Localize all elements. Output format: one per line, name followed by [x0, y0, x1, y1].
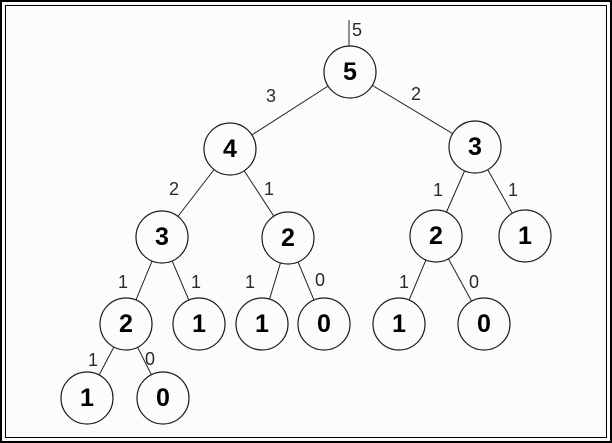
tree-node-circle-n3r	[448, 120, 502, 174]
tree-node-circle-n4	[203, 122, 257, 176]
tree-node-circle-n2m	[261, 211, 315, 265]
tree-node-value-n1m: 1	[255, 310, 269, 338]
edge-label-n4-n3l: 2	[169, 179, 179, 199]
tree-node-value-n1b: 1	[80, 384, 94, 412]
tree-node-value-n3r: 3	[468, 133, 482, 161]
tree-node-value-n4: 4	[223, 135, 237, 163]
tree-node-circle-n1ll	[172, 297, 226, 351]
tree-node-circle-n2ll	[99, 297, 153, 351]
tree-node-value-n0b: 0	[156, 384, 170, 412]
edge-label-n3r-n1r: 1	[508, 180, 518, 200]
tree-node-value-n0rr: 0	[477, 310, 491, 338]
tree-node-circle-n3l	[135, 210, 189, 264]
tree-node-value-n2ll: 2	[119, 310, 133, 338]
edge-label-n3r-n2r: 1	[433, 180, 443, 200]
tree-node-value-n2r: 2	[429, 222, 443, 250]
tree-node-circle-n0m	[297, 297, 351, 351]
tree-node-circle-n2r	[409, 209, 463, 263]
root-stem-label: 5	[352, 20, 362, 40]
edge-label-n2ll-n0b: 0	[145, 349, 155, 369]
tree-node-circle-n0rr	[457, 297, 511, 351]
edge-label-n2ll-n1b: 1	[88, 350, 98, 370]
edge-label-n5-n4: 3	[266, 86, 276, 106]
tree-node-value-n0m: 0	[317, 310, 331, 338]
tree-node-value-n1r: 1	[518, 222, 532, 250]
tree-node-value-n1rr: 1	[392, 310, 406, 338]
tree-node-value-n1ll: 1	[192, 310, 206, 338]
tree-node-circle-n5	[323, 45, 377, 99]
edge-label-n2m-n0m: 0	[315, 270, 325, 290]
edge-label-n2r-n0rr: 0	[469, 272, 479, 292]
tree-node-circle-n1rr	[372, 297, 426, 351]
edge-label-n4-n2m: 1	[264, 179, 274, 199]
tree-node-circle-n1m	[235, 297, 289, 351]
tree-node-circle-n0b	[136, 371, 190, 425]
tree-node-value-n3l: 3	[155, 223, 169, 251]
tree-node-circle-n1b	[60, 371, 114, 425]
edge-label-n5-n3r: 2	[411, 84, 421, 104]
tree-node-value-n5: 5	[343, 58, 357, 86]
edge-label-n2r-n1rr: 1	[399, 272, 409, 292]
edge-label-n2m-n1m: 1	[245, 272, 255, 292]
tree-node-value-n2m: 2	[281, 224, 295, 252]
edge-label-n3l-n1ll: 1	[191, 272, 201, 292]
tree-node-circle-n1r	[498, 209, 552, 263]
edge-label-n3l-n2ll: 1	[118, 272, 128, 292]
